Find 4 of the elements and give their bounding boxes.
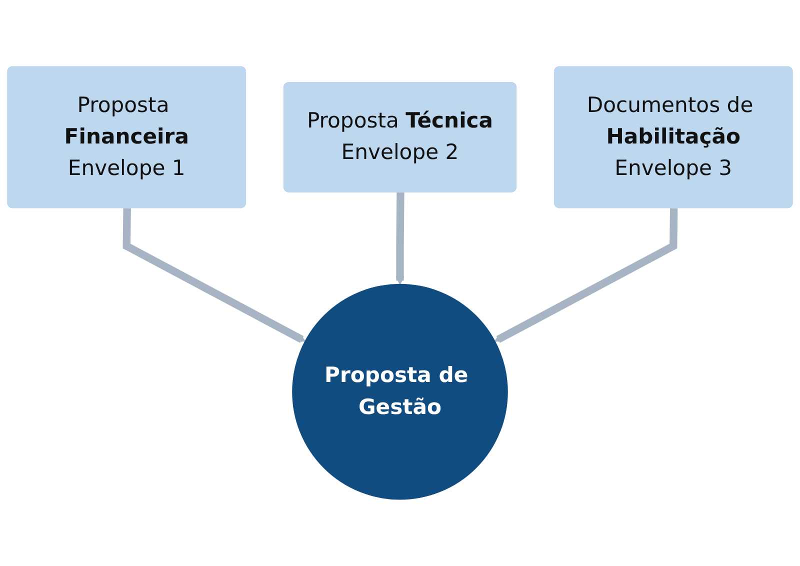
arrow bbox=[396, 192, 404, 285]
node-circle: Proposta de Gestão bbox=[292, 284, 508, 500]
arrow bbox=[494, 208, 678, 343]
arrow bbox=[122, 208, 306, 343]
